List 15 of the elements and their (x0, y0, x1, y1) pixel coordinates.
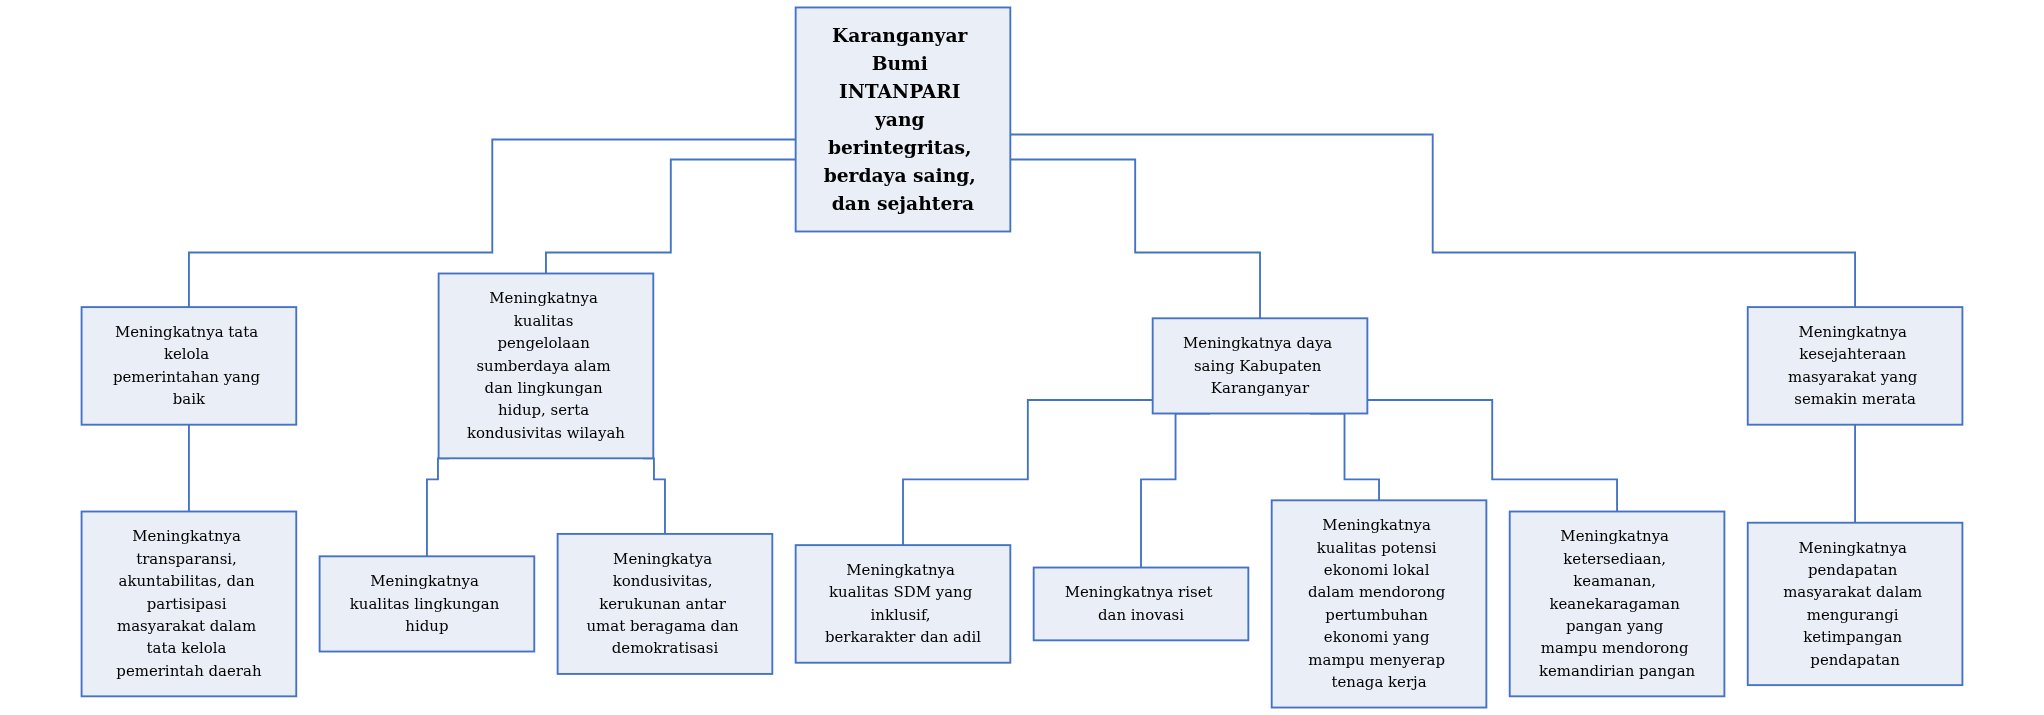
node-box: Meningkatnya kualitas potensi ekonomi lokal dalam mendorong pertumbuhan ekonomi yang mampu menyerap tenaga kerja (1270, 499, 1488, 709)
node-box: Meningkatnya tata kelola pemerintahan yang baik (80, 306, 298, 426)
node-box: Meningkatnya kualitas SDM yang inklusif, berkarakter dan adil (794, 544, 1012, 664)
node-box: Meningkatnya kualitas lingkungan hidup (318, 555, 536, 653)
node-box: Meningkatnya pendapatan masyarakat dalam mengurangi ketimpangan pendapatan (1746, 521, 1964, 687)
node-box: Meningkatnya kualitas pengelolaan sumberdaya alam dan lingkungan hidup, serta kondusivitas wilayah (437, 272, 655, 460)
node-box: Meningkatya kondusivitas, kerukunan antar umat beragama dan demokratisasi (556, 533, 774, 675)
node-box: Meningkatnya daya saing Kabupaten Karanganyar (1151, 317, 1369, 415)
node-box: Karanganyar Bumi INTANPARI yang berintegritas, berdaya saing, dan sejahtera (794, 6, 1012, 233)
connector (1854, 423, 1856, 524)
node-box: Meningkatnya transparansi, akuntabilitas, dan partisipasi masyarakat dalam tata kelola pemerintah daerah (80, 510, 298, 698)
node-box: Meningkatnya kesejahteraan masyarakat yang semakin merata (1746, 306, 1964, 426)
node-box: Meningkatnya riset dan inovasi (1032, 566, 1250, 642)
node-box: Meningkatnya ketersediaan, keamanan, keanekaragaman pangan yang mampu mendorong kemandirian pangan (1508, 510, 1726, 698)
connector (188, 423, 190, 513)
